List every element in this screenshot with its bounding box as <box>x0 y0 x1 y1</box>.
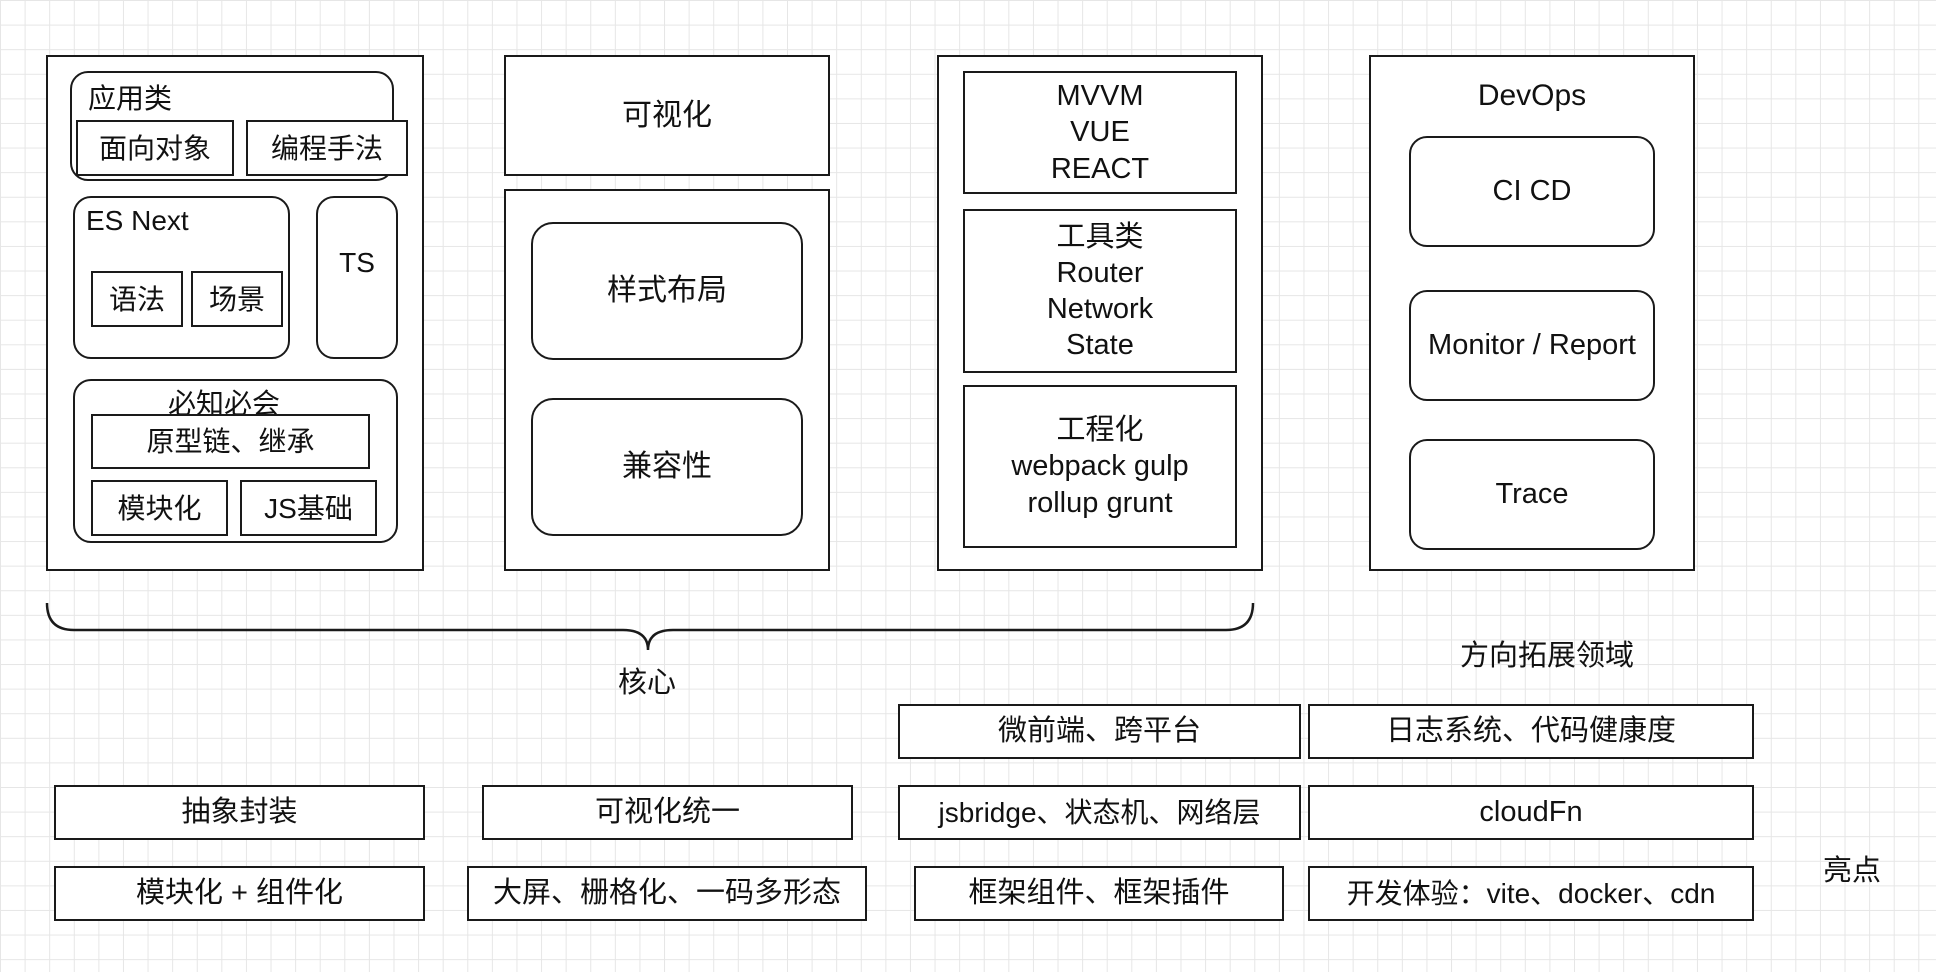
modular-components-box: 模块化 + 组件化 <box>54 866 425 921</box>
compatibility-box: 兼容性 <box>531 398 803 536</box>
visualization-unified-box: 可视化统一 <box>482 785 853 840</box>
rollup-grunt-label: rollup grunt <box>1027 486 1173 519</box>
tools-box: 工具类 Router Network State <box>963 209 1237 373</box>
core-label: 核心 <box>618 667 677 699</box>
logging-system-box: 日志系统、代码健康度 <box>1308 704 1754 759</box>
big-screen-box: 大屏、栅格化、一码多形态 <box>467 866 867 921</box>
engineering-title: 工程化 <box>1056 414 1144 447</box>
webpack-gulp-label: webpack gulp <box>1011 450 1189 483</box>
react-label: REACT <box>1050 152 1150 185</box>
jsbridge-box: jsbridge、状态机、网络层 <box>898 785 1301 840</box>
network-label: Network <box>1046 293 1154 325</box>
es-next-label: ES Next <box>86 205 189 236</box>
cloudfn-box: cloudFn <box>1308 785 1754 840</box>
prototype-inheritance-box: 原型链、继承 <box>91 414 370 469</box>
state-label: State <box>1066 329 1134 362</box>
abstraction-box: 抽象封装 <box>54 785 425 840</box>
monitor-report-box: Monitor / Report <box>1409 290 1655 401</box>
must-know-label: 必知必会 <box>168 388 281 419</box>
visualization-box: 可视化 <box>504 55 830 176</box>
app-group-label: 应用类 <box>88 83 173 114</box>
framework-components-box: 框架组件、框架插件 <box>914 866 1284 921</box>
micro-frontend-box: 微前端、跨平台 <box>898 704 1301 759</box>
syntax-box: 语法 <box>91 271 183 327</box>
ci-cd-box: CI CD <box>1409 136 1655 247</box>
mvvm-box: MVVM VUE REACT <box>963 71 1237 194</box>
mvvm-label: MVVM <box>1056 80 1144 113</box>
scenario-box: 场景 <box>191 271 283 327</box>
style-layout-box: 样式布局 <box>531 222 803 360</box>
expansion-label: 方向拓展领域 <box>1460 640 1635 672</box>
ts-box: TS <box>316 196 398 359</box>
engineering-box: 工程化 webpack gulp rollup grunt <box>963 385 1237 548</box>
programming-techniques-box: 编程手法 <box>246 120 408 176</box>
oop-box: 面向对象 <box>76 120 234 176</box>
router-label: Router <box>1056 256 1144 289</box>
trace-box: Trace <box>1409 439 1655 550</box>
highlights-label: 亮点 <box>1823 855 1882 887</box>
vue-label: VUE <box>1070 116 1130 149</box>
modularization-box: 模块化 <box>91 480 228 536</box>
js-basics-box: JS基础 <box>240 480 377 536</box>
tools-title: 工具类 <box>1056 220 1144 253</box>
dev-experience-box: 开发体验：vite、docker、cdn <box>1308 866 1754 921</box>
devops-title: DevOps <box>1477 79 1587 112</box>
